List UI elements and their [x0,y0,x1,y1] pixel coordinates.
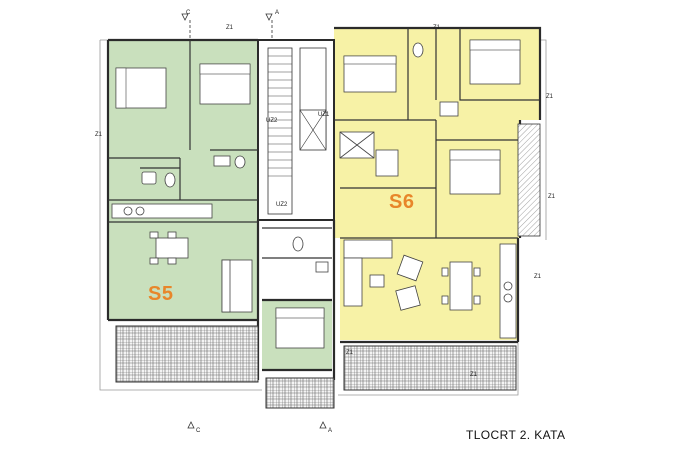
grid-mark-uz2-a: UZ2 [266,118,278,124]
partitions [108,28,540,259]
unit-s6-area [334,28,540,340]
grid-mark-left-1: Z1 [95,132,103,138]
sofa-s5 [221,259,253,313]
section-mark-c-top: C [186,10,191,16]
dining-table-s6 [441,261,481,311]
kitchen-s6 [499,243,517,339]
terrace-s6 [343,345,517,391]
section-markers [181,13,327,429]
grid-mark-bottom-1: Z1 [346,350,354,356]
grid-mark-right-3: Z1 [548,194,556,200]
unit-label-s6: S6 [389,191,415,213]
kitchen-s5 [111,203,213,219]
unit-label-s5: S5 [148,283,174,305]
section-mark-c-bottom: C [196,428,201,434]
terrace-core [265,377,335,409]
grid-mark-right-1: Z1 [534,274,542,280]
armchairs-s6 [369,254,424,311]
terrace-s5 [115,325,259,383]
bed-s6-room3 [449,149,501,195]
grid-mark-bottom-2: Z1 [470,372,478,378]
grid-mark-top-1: Z1 [226,25,234,31]
bathroom-s6 [339,42,459,177]
plan-title: TLOCRT 2. KATA [466,428,566,442]
grid-mark-uz1: UZ1 [318,112,330,118]
section-mark-a-bottom: A [328,428,333,434]
dining-table-s5 [149,231,189,265]
bed-s5-room1 [115,67,167,109]
bed-s5-room2 [199,63,251,105]
section-mark-a-top: A [275,10,280,16]
bathroom-core [292,236,329,273]
grid-mark-top-2: Z1 [433,25,441,31]
sofa-s6 [343,239,393,307]
bed-core-room [275,307,325,349]
staircase-core [257,39,335,221]
balcony-s6 [517,123,541,237]
bed-s6-room2 [469,39,521,85]
grid-mark-right-2: Z1 [546,94,554,100]
bed-s6-room1 [343,55,397,93]
bathroom-s5 [141,155,246,188]
grid-mark-uz2-b: UZ2 [276,202,288,208]
